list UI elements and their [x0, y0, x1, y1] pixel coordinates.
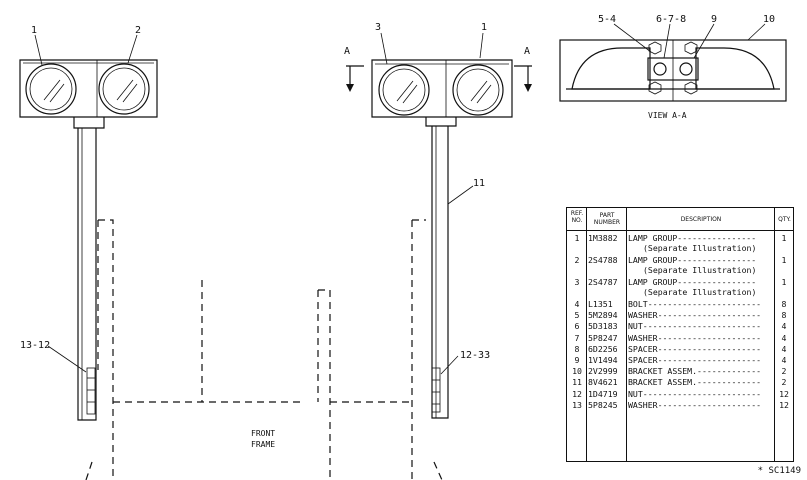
- view-a-a-detail: [559, 39, 787, 102]
- description: WASHER---------------------: [628, 310, 762, 321]
- description: BOLT-----------------------: [628, 299, 762, 309]
- part-number: 1D4719: [588, 388, 618, 399]
- document-number: * SC1149: [757, 466, 801, 476]
- part-number: 5D3183: [588, 321, 618, 332]
- left-mounting-post: [77, 128, 97, 421]
- section-mark-a-left: A: [344, 46, 350, 57]
- ref-no: 6: [574, 321, 580, 332]
- description: LAMP GROUP----------------: [628, 277, 757, 287]
- lamp-lens-right: [98, 63, 150, 115]
- header-ref-no: REF. NO.: [570, 210, 584, 224]
- description: SPACER---------------------: [628, 355, 762, 365]
- description: WASHER---------------------: [628, 332, 762, 343]
- ref-no: 2: [574, 255, 580, 265]
- frame-label-line1: FRONT: [251, 429, 275, 438]
- quantity: 8: [781, 310, 787, 321]
- description-note: (Separate Illustration): [643, 287, 757, 297]
- part-number: 1M3882: [588, 233, 618, 243]
- section-mark-a-right: A: [524, 46, 530, 57]
- ref-no: 8: [574, 343, 580, 354]
- callout-12-33: 12-33: [460, 350, 490, 361]
- quantity: 1: [781, 277, 787, 287]
- description: NUT------------------------: [628, 388, 762, 399]
- lamp-lens-left: [25, 63, 77, 115]
- description: BRACKET ASSEM.-------------: [628, 377, 762, 388]
- header-description: DESCRIPTION: [680, 216, 722, 223]
- quantity: 4: [781, 343, 787, 354]
- quantity: 4: [781, 332, 787, 343]
- callout-9: 9: [711, 14, 717, 25]
- ref-no: 13: [572, 399, 582, 410]
- front-frame-phantom: [85, 219, 443, 480]
- ref-no: 11: [572, 377, 582, 388]
- callout-3: 3: [375, 22, 381, 33]
- quantity: 2: [781, 377, 787, 388]
- quantity: 8: [781, 299, 787, 309]
- part-number: 8V4621: [588, 377, 618, 388]
- callout-5-4: 5-4: [598, 14, 616, 25]
- ref-no: 9: [574, 355, 580, 365]
- description: LAMP GROUP----------------: [628, 233, 757, 243]
- part-number: 6D2256: [588, 343, 618, 354]
- description: SPACER---------------------: [628, 343, 762, 354]
- callout-13-12: 13-12: [20, 340, 50, 351]
- quantity: 1: [781, 233, 787, 243]
- callout-1-left: 1: [31, 25, 37, 36]
- ref-no: 4: [574, 299, 580, 309]
- ref-no: 10: [572, 366, 582, 377]
- ref-no: 7: [574, 332, 580, 343]
- view-a-a-label: VIEW A-A: [648, 111, 687, 120]
- ref-no: 3: [574, 277, 580, 287]
- right-lamp-assembly: [346, 59, 532, 419]
- part-number: 2V2999: [588, 366, 618, 377]
- quantity: 4: [781, 321, 787, 332]
- description: NUT------------------------: [628, 321, 762, 332]
- description: LAMP GROUP----------------: [628, 255, 757, 265]
- callout-11: 11: [473, 178, 485, 189]
- callout-2: 2: [135, 25, 141, 36]
- callout-10: 10: [763, 14, 775, 25]
- header-part-number: PART NUMBER: [593, 212, 621, 226]
- description-note: (Separate Illustration): [643, 265, 757, 275]
- left-lamp-assembly: [19, 59, 158, 421]
- part-number: L1351: [588, 299, 613, 309]
- description-note: (Separate Illustration): [643, 243, 757, 253]
- quantity: 2: [781, 366, 787, 377]
- callout-1-right: 1: [481, 22, 487, 33]
- quantity: 1: [781, 255, 787, 265]
- part-number: 1V1494: [588, 355, 618, 365]
- ref-no: 1: [574, 233, 580, 243]
- description: BRACKET ASSEM.-------------: [628, 366, 762, 377]
- callout-6-7-8: 6-7-8: [656, 14, 686, 25]
- header-qty: QTY.: [778, 216, 791, 223]
- right-mounting-post: [431, 126, 449, 419]
- ref-no: 12: [572, 388, 582, 399]
- part-number: 5P8245: [588, 399, 618, 410]
- part-number: 5P8247: [588, 332, 618, 343]
- ref-no: 5: [574, 310, 580, 321]
- part-number: 2S4787: [588, 277, 618, 287]
- frame-label-line2: FRAME: [251, 440, 275, 449]
- leader-lines: [34, 23, 766, 375]
- quantity: 12: [779, 399, 789, 410]
- parts-table-header: [567, 208, 793, 231]
- part-number: 5M2894: [588, 310, 618, 321]
- quantity: 4: [781, 355, 787, 365]
- description: WASHER---------------------: [628, 399, 762, 410]
- quantity: 12: [779, 388, 789, 399]
- part-number: 2S4788: [588, 255, 618, 265]
